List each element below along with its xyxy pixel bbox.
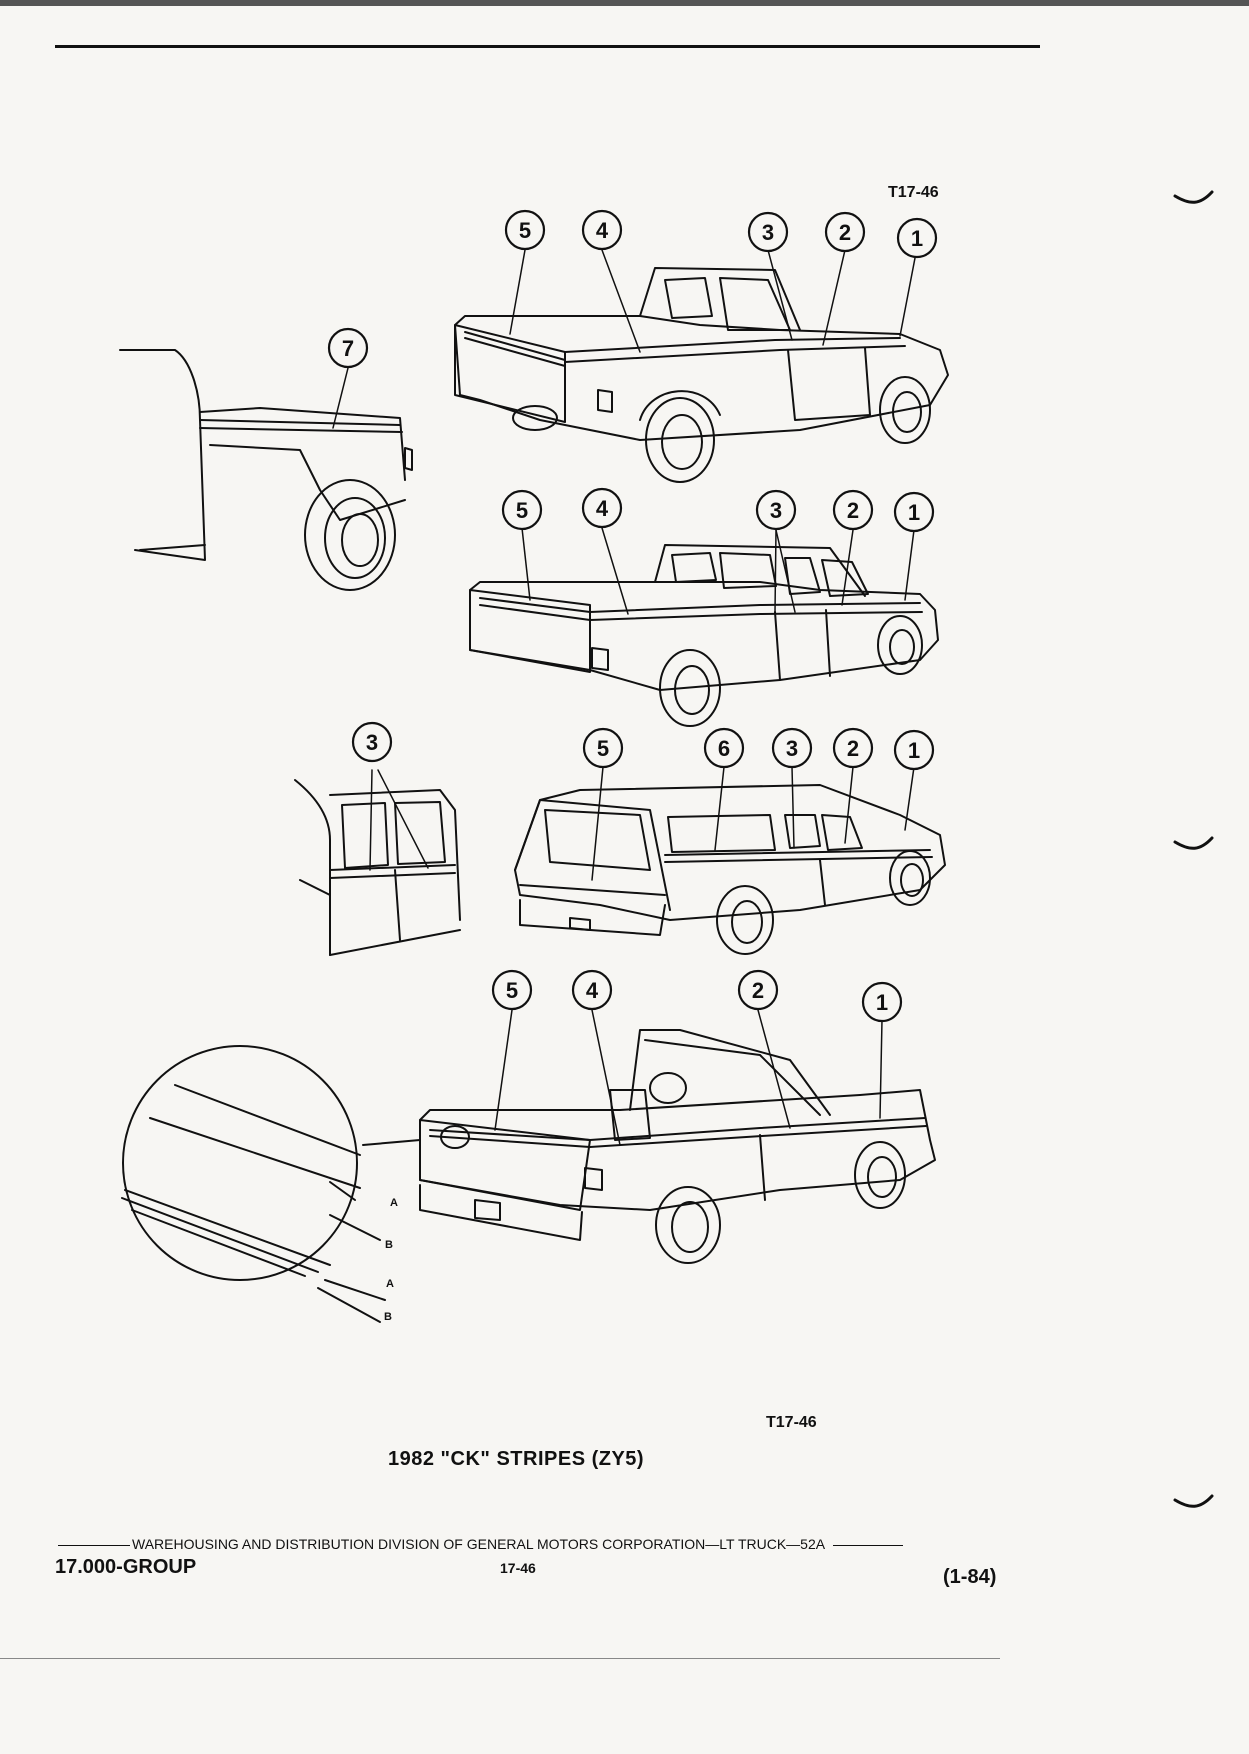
- callout-7: 7: [342, 336, 354, 361]
- label-b: B: [384, 1311, 392, 1323]
- footer-page-number: 17-46: [500, 1560, 536, 1576]
- detail-door-pillar: [294, 779, 461, 956]
- bottom-rule: [0, 1658, 1000, 1659]
- callout-numbers: 5 4 3 2 1 7 5 4 3 2 1 3 5 6 3 2 1 5 4 2 …: [342, 218, 923, 1015]
- figure-ref-top: T17-46: [888, 184, 939, 201]
- callout-3: 3: [770, 498, 782, 523]
- callout-1: 1: [876, 990, 888, 1015]
- callout-5: 5: [516, 498, 528, 523]
- callout-5: 5: [506, 978, 518, 1003]
- label-a: A: [386, 1278, 394, 1290]
- top-rule: [55, 45, 1040, 48]
- label-a: A: [390, 1197, 398, 1209]
- callout-2: 2: [847, 736, 859, 761]
- callout-1: 1: [911, 226, 923, 251]
- footer-dash-left: [58, 1544, 130, 1546]
- suburban-view: [514, 784, 946, 955]
- label-b: B: [385, 1239, 393, 1251]
- callout-2: 2: [752, 978, 764, 1003]
- detail-rear-corner: [119, 349, 413, 591]
- callout-3: 3: [762, 220, 774, 245]
- footer-group: 17.000-GROUP: [55, 1556, 197, 1578]
- pickup-fleetside-view: [454, 267, 949, 483]
- open-top-view: [419, 1029, 936, 1264]
- callout-1: 1: [908, 738, 920, 763]
- callout-circles: [327, 209, 938, 1023]
- callout-6: 6: [718, 736, 730, 761]
- callout-2: 2: [847, 498, 859, 523]
- leader-lines: [332, 249, 916, 1146]
- footer-division-line: WAREHOUSING AND DISTRIBUTION DIVISION OF…: [58, 1536, 905, 1552]
- footer-division-text: WAREHOUSING AND DISTRIBUTION DIVISION OF…: [132, 1536, 826, 1552]
- callout-4: 4: [596, 218, 609, 243]
- callout-4: 4: [586, 978, 599, 1003]
- callout-5: 5: [519, 218, 531, 243]
- callout-2: 2: [839, 220, 851, 245]
- pickup-crewcab-view: [469, 544, 939, 727]
- scan-edge: [0, 0, 1249, 6]
- callout-4: 4: [596, 496, 609, 521]
- stripe-letter-labels: A B A B: [384, 1197, 398, 1323]
- callout-3: 3: [786, 736, 798, 761]
- binder-marks: [1173, 190, 1214, 1508]
- footer-revision: (1-84): [943, 1566, 997, 1588]
- figure-ref-bottom: T17-46: [766, 1414, 817, 1431]
- callout-3: 3: [366, 730, 378, 755]
- figure-caption: 1982 "CK" STRIPES (ZY5): [388, 1448, 645, 1470]
- stripe-magnifier: [121, 1045, 421, 1323]
- footer-dash-right: [833, 1544, 904, 1546]
- callout-5: 5: [597, 736, 609, 761]
- callout-1: 1: [908, 500, 920, 525]
